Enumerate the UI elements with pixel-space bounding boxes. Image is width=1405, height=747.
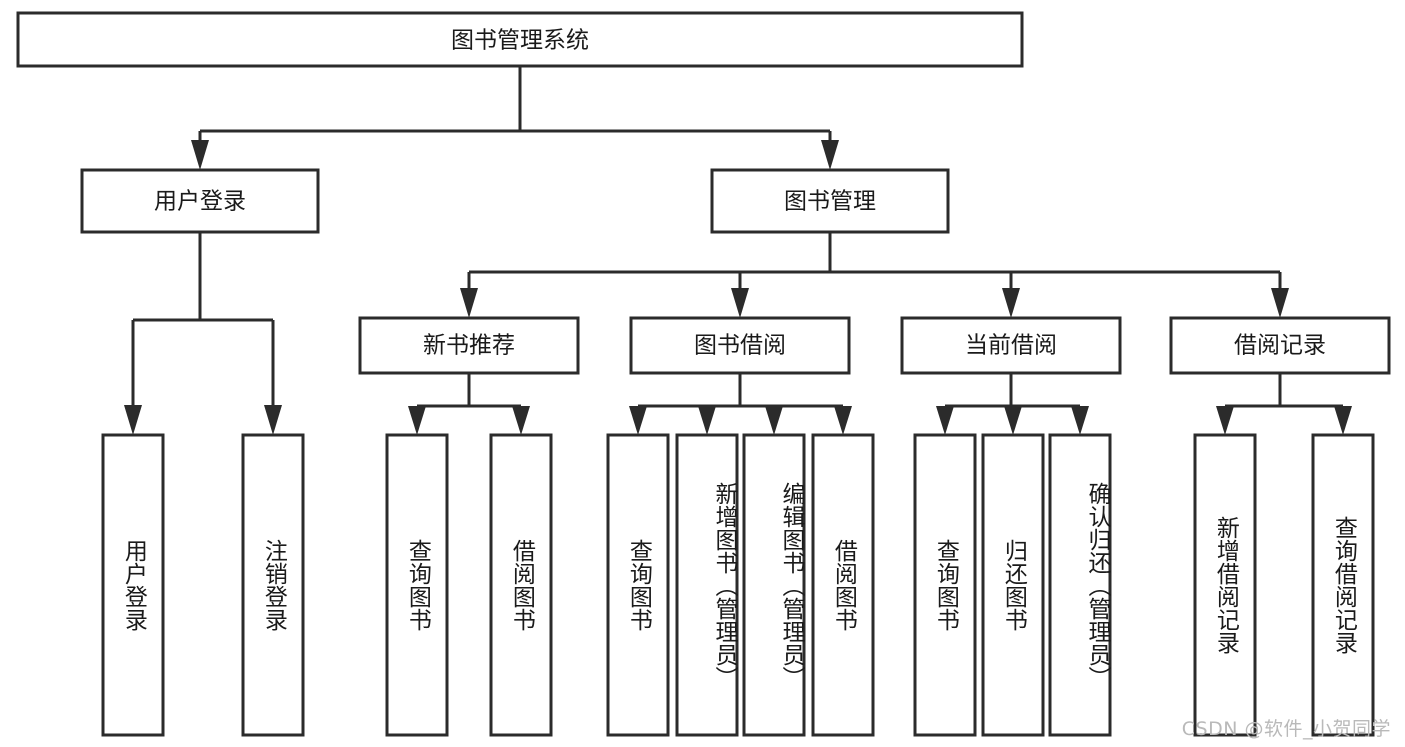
node-leaf-user-logout-box[interactable] — [241, 433, 305, 737]
arrowhead-current-borrow — [1002, 288, 1020, 318]
arrowhead-leaf-add-book — [698, 406, 716, 435]
arrowhead-userlogin — [191, 140, 209, 170]
arrowhead-leaf-return-book — [1004, 406, 1022, 435]
node-user-login[interactable]: 用户登录 — [80, 168, 320, 234]
arrowhead-leaf-user-login — [124, 405, 142, 435]
node-current-borrow-label: 当前借阅 — [965, 333, 1057, 359]
node-book-manage-box[interactable] — [710, 168, 950, 234]
node-current-borrow[interactable]: 当前借阅 — [900, 316, 1122, 375]
node-leaf-query-book-2-box[interactable] — [606, 433, 670, 737]
node-book-manage-label: 图书管理 — [784, 189, 876, 215]
node-new-book-recommend[interactable]: 新书推荐 — [358, 316, 580, 375]
node-leaf-add-book-box[interactable] — [675, 433, 739, 737]
node-leaf-confirm-return-box[interactable] — [1048, 433, 1112, 737]
node-new-book-recommend-box[interactable] — [358, 316, 580, 375]
arrowhead-leaf-confirm-return — [1071, 406, 1089, 435]
node-book-borrow-label: 图书借阅 — [694, 333, 786, 359]
node-leaf-edit-book-box[interactable] — [742, 433, 806, 737]
node-leaf-user-login-box[interactable] — [101, 433, 165, 737]
arrowhead-leaf-user-logout — [264, 405, 282, 435]
node-book-borrow[interactable]: 图书借阅 — [629, 316, 851, 375]
arrowhead-leaf-query-record — [1334, 406, 1352, 435]
arrowhead-new-book-recommend — [460, 288, 478, 318]
node-book-manage[interactable]: 图书管理 — [710, 168, 950, 234]
node-borrow-record-label: 借阅记录 — [1234, 333, 1326, 359]
node-leaf-borrow-book-2-box[interactable] — [811, 433, 875, 737]
connector-group — [124, 66, 1352, 435]
arrowhead-leaf-edit-book — [765, 406, 783, 435]
node-book-borrow-box[interactable] — [629, 316, 851, 375]
node-user-login-box[interactable] — [80, 168, 320, 234]
node-leaf-query-book-1-box[interactable] — [385, 433, 449, 737]
node-root-box[interactable] — [16, 11, 1024, 68]
node-root[interactable]: 图书管理系统 — [16, 11, 1024, 68]
node-root-label: 图书管理系统 — [451, 28, 589, 54]
leaf-boxes-group — [101, 433, 1375, 737]
arrowhead-borrow-record — [1271, 288, 1289, 318]
node-user-login-label: 用户登录 — [154, 189, 246, 215]
csdn-watermark: CSDN @软件_小贺同学 — [1181, 718, 1391, 740]
arrowhead-leaf-query-book-1 — [408, 406, 426, 435]
arrowhead-leaf-add-record — [1216, 406, 1234, 435]
arrowhead-book-borrow — [731, 288, 749, 318]
node-leaf-query-record-box[interactable] — [1311, 433, 1375, 737]
arrowhead-leaf-query-book-2 — [629, 406, 647, 435]
node-current-borrow-box[interactable] — [900, 316, 1122, 375]
node-borrow-record[interactable]: 借阅记录 — [1169, 316, 1391, 375]
arrowhead-leaf-query-book-3 — [936, 406, 954, 435]
node-new-book-recommend-label: 新书推荐 — [423, 333, 515, 359]
node-borrow-record-box[interactable] — [1169, 316, 1391, 375]
node-leaf-borrow-book-1-box[interactable] — [489, 433, 553, 737]
node-leaf-query-book-3-box[interactable] — [913, 433, 977, 737]
node-leaf-return-book-box[interactable] — [981, 433, 1045, 737]
arrowhead-leaf-borrow-book-2 — [834, 406, 852, 435]
arrowhead-bookmanage — [821, 140, 839, 170]
arrowhead-leaf-borrow-book-1 — [512, 406, 530, 435]
node-leaf-add-record-box[interactable] — [1193, 433, 1257, 737]
